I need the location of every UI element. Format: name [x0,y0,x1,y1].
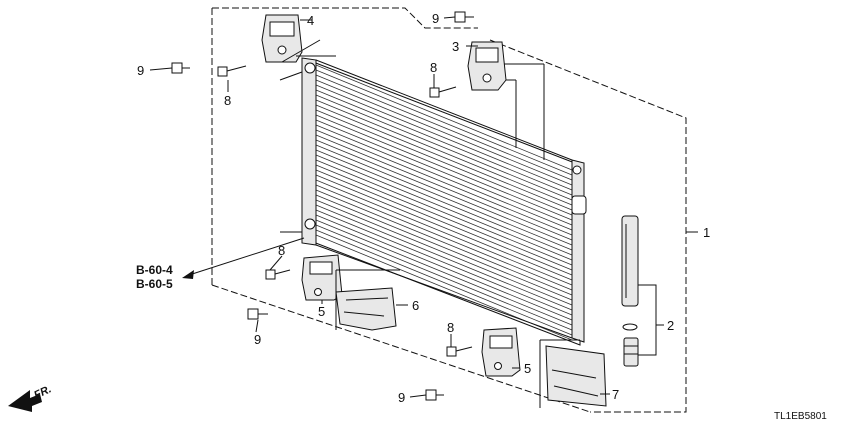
callout-9-upper-left: 9 [137,63,144,78]
condenser-fin-line [315,169,573,276]
condenser-fin-line [315,199,573,306]
desiccant-cartridge [621,215,639,367]
condenser-fin-line [315,219,573,326]
bolt-8-lower-right [446,346,473,357]
lower-right-bracket [481,327,521,377]
condenser-fin-line [315,89,573,196]
bolt-8-upper-left [217,65,247,77]
callout-8-lower-right: 8 [447,320,454,335]
condenser-fin-line [315,179,573,286]
assembly-boundary [211,7,687,413]
condenser-fin-line [315,119,573,226]
callout-2: 2 [667,318,674,333]
front-label: FR. [32,383,53,401]
callout-7: 7 [612,387,619,402]
upper-left-bracket [261,14,303,63]
callout-8-lower-left: 8 [278,243,285,258]
lower-left-insulator [335,287,397,331]
condenser-fin-line [315,159,573,266]
condenser-fin-line [315,214,573,321]
condenser-fin-line [315,224,573,331]
front-arrow [8,390,42,412]
condenser-fin-line [315,139,573,246]
callout-3: 3 [452,39,459,54]
callout-6: 6 [412,298,419,313]
condenser-fins [315,64,573,341]
condenser-fin-line [315,94,573,201]
callout-8-upper-right: 8 [430,60,437,75]
callout-5-left: 5 [318,304,325,319]
callout-9-lower-right: 9 [398,390,405,405]
bolt-9-upper-left [171,62,190,74]
condenser-fin-line [315,114,573,221]
condenser-fin-line [315,134,573,241]
bolt-8-lower-left [265,269,291,280]
condenser-fin-line [315,129,573,236]
condenser-fin-line [315,184,573,291]
condenser-fin-line [315,99,573,206]
condenser-fin-line [315,174,573,281]
callout-8-upper-left: 8 [224,93,231,108]
condenser-fin-line [315,154,573,261]
upper-right-bracket [467,41,507,91]
bolt-8-upper-right [429,86,457,98]
lower-right-insulator [545,345,607,407]
leader-lines [149,16,698,408]
condenser-fin-line [315,204,573,311]
condenser-fin-line [315,229,573,336]
callout-9-upper-right: 9 [432,11,439,26]
condenser-fin-line [315,189,573,296]
condenser-core [301,57,587,346]
callout-1: 1 [703,225,710,240]
condenser-fin-line [315,149,573,256]
condenser-fin-line [315,194,573,301]
callout-9-lower-left: 9 [254,332,261,347]
reference-arrow [182,237,305,279]
condenser-fin-line [315,79,573,186]
condenser-fin-line [315,64,573,171]
condenser-fin-line [315,74,573,181]
callout-4: 4 [307,13,314,28]
condenser-fin-line [315,164,573,271]
condenser-fin-line [315,69,573,176]
lower-left-bracket [301,254,343,301]
diagram-code: TL1EB5801 [774,411,827,422]
condenser-fin-line [315,144,573,251]
bolt-9-lower-left [247,308,268,320]
reference-label-1: B-60-4 [136,263,173,277]
bolt-9-lower-right [425,389,444,401]
bolts [171,11,474,401]
condenser-fin-line [315,124,573,231]
reference-label-2: B-60-5 [136,277,173,291]
condenser-fin-line [315,109,573,216]
callout-5-right: 5 [524,361,531,376]
condenser-fin-line [315,209,573,316]
condenser-fin-line [315,84,573,191]
condenser-fin-line [315,104,573,211]
bolt-9-upper-right [454,11,474,23]
